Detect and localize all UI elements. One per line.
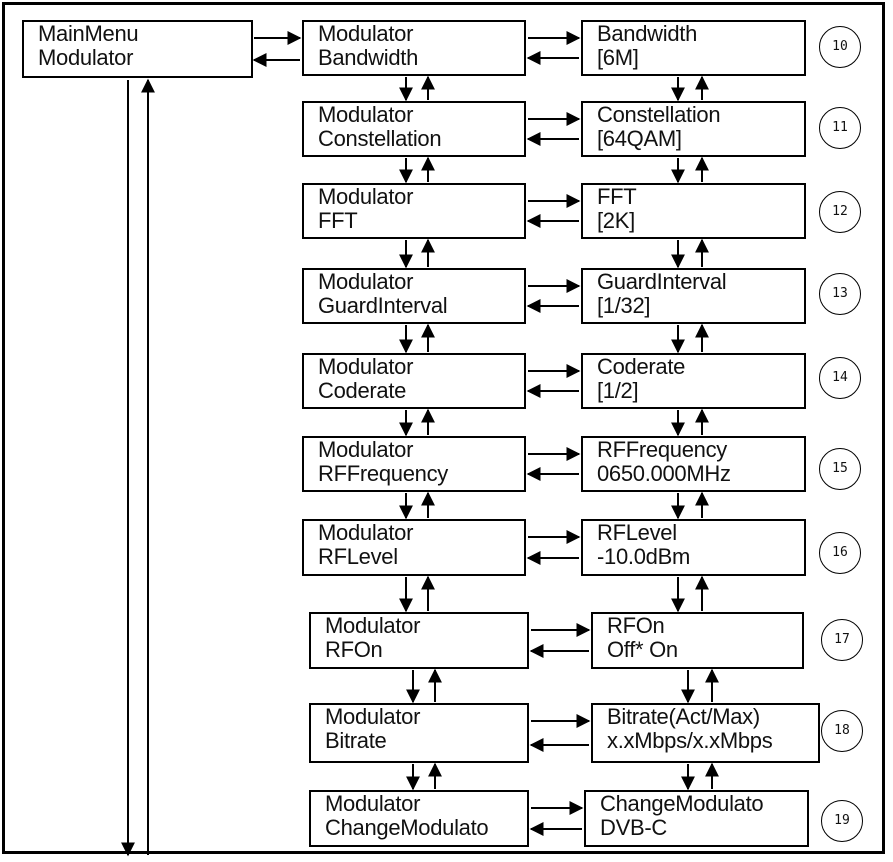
- setting-box-right: Coderate [1/2]: [581, 353, 806, 409]
- menu-box-left-line1: Modulator: [318, 21, 414, 46]
- menu-box-left-line2: RFOn: [325, 637, 383, 662]
- setting-box-title: Coderate: [597, 354, 686, 379]
- menu-box-left: Modulator RFLevel: [302, 519, 526, 576]
- setting-box-value: [2K]: [597, 208, 635, 233]
- step-number-circle: 13: [819, 273, 861, 315]
- main-menu-line2: Modulator: [38, 45, 134, 70]
- diagram-frame: [2, 2, 885, 854]
- setting-box-value: [1/2]: [597, 378, 639, 403]
- setting-box-right: Constellation [64QAM]: [581, 101, 806, 157]
- menu-box-left-line1: Modulator: [325, 704, 421, 729]
- step-number: 18: [834, 723, 850, 738]
- menu-box-left-line2: RFLevel: [318, 544, 398, 569]
- menu-box-left-line1: Modulator: [318, 520, 414, 545]
- step-number-circle: 17: [821, 619, 863, 661]
- setting-box-title: Bandwidth: [597, 21, 698, 46]
- step-number-circle: 12: [819, 191, 861, 233]
- setting-box-right: RFLevel -10.0dBm: [581, 519, 806, 576]
- setting-box-right: Bitrate(Act/Max) x.xMbps/x.xMbps: [591, 703, 820, 763]
- step-number-circle: 11: [819, 107, 861, 149]
- step-number: 15: [832, 461, 848, 476]
- setting-box-right: GuardInterval [1/32]: [581, 268, 806, 324]
- menu-box-left: Modulator Constellation: [302, 101, 526, 157]
- setting-box-title: Constellation: [597, 102, 721, 127]
- step-number: 19: [834, 813, 850, 828]
- menu-box-left-line1: Modulator: [318, 102, 414, 127]
- setting-box-title: FFT: [597, 184, 637, 209]
- setting-box-title: GuardInterval: [597, 269, 727, 294]
- step-number: 14: [832, 370, 848, 385]
- step-number-circle: 14: [819, 357, 861, 399]
- step-number: 13: [832, 286, 848, 301]
- setting-box-title: ChangeModulato: [600, 791, 764, 816]
- step-number: 16: [832, 545, 848, 560]
- menu-box-left-line1: Modulator: [325, 791, 421, 816]
- step-number-circle: 19: [821, 800, 863, 842]
- menu-box-left: Modulator FFT: [302, 183, 526, 239]
- setting-box-right: ChangeModulato DVB-C: [584, 790, 809, 847]
- menu-box-left-line1: Modulator: [318, 269, 414, 294]
- setting-box-value: [1/32]: [597, 293, 651, 318]
- menu-box-left: Modulator GuardInterval: [302, 268, 526, 324]
- menu-box-left-line2: Coderate: [318, 378, 407, 403]
- setting-box-right: Bandwidth [6M]: [581, 20, 806, 76]
- step-number: 10: [832, 39, 848, 54]
- setting-box-title: RFFrequency: [597, 437, 727, 462]
- setting-box-title: Bitrate(Act/Max): [607, 704, 760, 729]
- menu-box-left: Modulator ChangeModulato: [309, 790, 529, 847]
- setting-box-value: [6M]: [597, 45, 639, 70]
- menu-box-left: Modulator RFFrequency: [302, 436, 526, 492]
- setting-box-right: FFT [2K]: [581, 183, 806, 239]
- menu-box-left-line2: Constellation: [318, 126, 442, 151]
- setting-box-value: x.xMbps/x.xMbps: [607, 728, 773, 753]
- menu-box-left-line2: Bitrate: [325, 728, 387, 753]
- step-number: 12: [832, 204, 848, 219]
- menu-box-left: Modulator Coderate: [302, 353, 526, 409]
- setting-box-value: Off* On: [607, 637, 678, 662]
- setting-box-right: RFFrequency 0650.000MHz: [581, 436, 806, 492]
- setting-box-value: [64QAM]: [597, 126, 682, 151]
- setting-box-value: -10.0dBm: [597, 544, 690, 569]
- step-number: 11: [832, 120, 848, 135]
- menu-box-left-line2: GuardInterval: [318, 293, 448, 318]
- setting-box-value: DVB-C: [600, 815, 667, 840]
- menu-box-left-line1: Modulator: [318, 437, 414, 462]
- step-number-circle: 10: [819, 26, 861, 68]
- step-number-circle: 15: [819, 448, 861, 490]
- step-number-circle: 16: [819, 532, 861, 574]
- setting-box-title: RFOn: [607, 613, 665, 638]
- setting-box-title: RFLevel: [597, 520, 677, 545]
- menu-box-left: Modulator RFOn: [309, 612, 529, 669]
- menu-box-left-line2: FFT: [318, 208, 358, 233]
- main-menu-box: MainMenu Modulator: [22, 20, 253, 78]
- step-number: 17: [834, 632, 850, 647]
- step-number-circle: 18: [821, 710, 863, 752]
- menu-box-left-line2: RFFrequency: [318, 461, 448, 486]
- menu-box-left-line2: Bandwidth: [318, 45, 419, 70]
- setting-box-right: RFOn Off* On: [591, 612, 804, 669]
- menu-box-left-line2: ChangeModulato: [325, 815, 489, 840]
- menu-box-left-line1: Modulator: [318, 184, 414, 209]
- setting-box-value: 0650.000MHz: [597, 461, 731, 486]
- menu-box-left-line1: Modulator: [318, 354, 414, 379]
- menu-box-left-line1: Modulator: [325, 613, 421, 638]
- menu-box-left: Modulator Bandwidth: [302, 20, 526, 76]
- menu-box-left: Modulator Bitrate: [309, 703, 529, 763]
- main-menu-line1: MainMenu: [38, 21, 139, 46]
